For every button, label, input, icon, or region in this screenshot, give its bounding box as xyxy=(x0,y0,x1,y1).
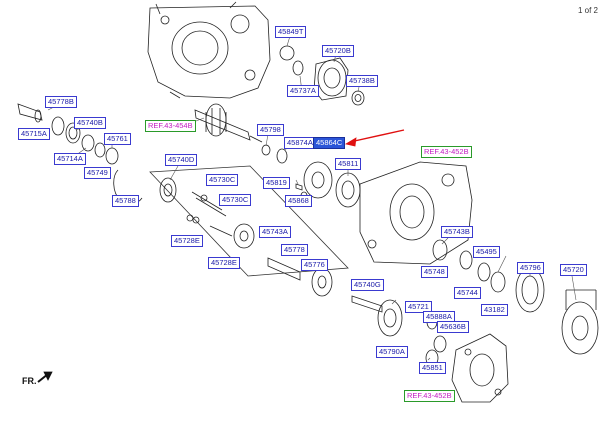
part-label-45811[interactable]: 45811 xyxy=(335,158,362,170)
part-label-45740D[interactable]: 45740D xyxy=(165,154,198,166)
seal-45740B xyxy=(51,116,81,144)
seal-45636B xyxy=(433,335,447,353)
part-label-45743B[interactable]: 45743B xyxy=(441,226,473,238)
part-label-45730C-lower[interactable]: 45730C xyxy=(219,194,252,206)
part-label-45744[interactable]: 45744 xyxy=(454,287,481,299)
part-label-45761[interactable]: 45761 xyxy=(104,133,131,145)
part-label-45737A[interactable]: 45737A xyxy=(287,85,319,97)
planetary-assembly-box xyxy=(149,165,349,297)
main-shaft-454B xyxy=(194,103,263,143)
snap-ring-45761 xyxy=(105,147,119,165)
bearing-45738B xyxy=(351,90,365,106)
part-label-45778B[interactable]: 45778B xyxy=(45,96,77,108)
transmission-cover-bottom xyxy=(451,333,509,403)
carrier-45864C xyxy=(303,161,333,199)
ref-label-43-454B[interactable]: REF.43-454B xyxy=(145,120,196,132)
part-label-45728E-left[interactable]: 45728E xyxy=(171,235,203,247)
part-label-45788[interactable]: 45788 xyxy=(112,195,139,207)
part-label-45796[interactable]: 45796 xyxy=(517,262,544,274)
part-label-43182[interactable]: 43182 xyxy=(481,304,508,316)
transmission-housing-right xyxy=(359,161,473,265)
shaft-ring-45849T xyxy=(279,45,295,61)
part-label-45849T[interactable]: 45849T xyxy=(275,26,307,38)
ref-label-43-452B-upper[interactable]: REF.43-452B xyxy=(421,146,472,158)
part-label-45495[interactable]: 45495 xyxy=(473,246,500,258)
part-label-45728E-right[interactable]: 45728E xyxy=(208,257,240,269)
ref-label-43-452B-lower[interactable]: REF.43-452B xyxy=(404,390,455,402)
part-label-45714A[interactable]: 45714A xyxy=(54,153,86,165)
page-indicator: 1 of 2 xyxy=(577,6,598,15)
transmission-housing-top xyxy=(147,1,271,99)
part-label-45721[interactable]: 45721 xyxy=(405,301,432,313)
differential-45720 xyxy=(561,289,599,355)
part-label-45720B[interactable]: 45720B xyxy=(322,45,354,57)
pointer-arrow xyxy=(344,129,405,147)
pin-45819 xyxy=(295,183,303,191)
part-label-45864C[interactable]: 45864C xyxy=(313,137,346,149)
washer-45798 xyxy=(261,144,271,156)
part-label-45715A[interactable]: 45715A xyxy=(18,128,50,140)
part-label-45730C-upper[interactable]: 45730C xyxy=(206,174,239,186)
front-direction-label: FR. xyxy=(22,376,37,386)
output-shaft-45740G xyxy=(351,295,403,337)
part-label-45868[interactable]: 45868 xyxy=(285,195,312,207)
part-label-45743A[interactable]: 45743A xyxy=(259,226,291,238)
shaft-45778B xyxy=(17,103,43,123)
part-label-45740B[interactable]: 45740B xyxy=(74,117,106,129)
part-label-45740G[interactable]: 45740G xyxy=(351,279,384,291)
front-direction-arrow xyxy=(37,371,53,383)
part-label-45749[interactable]: 45749 xyxy=(84,167,111,179)
part-label-45790A[interactable]: 45790A xyxy=(376,346,408,358)
part-label-45778[interactable]: 45778 xyxy=(281,244,308,256)
part-label-45748[interactable]: 45748 xyxy=(421,266,448,278)
part-label-45874A[interactable]: 45874A xyxy=(284,137,316,149)
part-label-45776[interactable]: 45776 xyxy=(301,259,328,271)
part-label-45851[interactable]: 45851 xyxy=(419,362,446,374)
part-label-45738B[interactable]: 45738B xyxy=(346,75,378,87)
part-label-45798[interactable]: 45798 xyxy=(257,124,284,136)
ring-45714A xyxy=(81,134,106,158)
bearing-45874A xyxy=(276,148,288,164)
gear-45811 xyxy=(335,172,361,208)
part-label-45636B[interactable]: 45636B xyxy=(437,321,469,333)
part-label-45720[interactable]: 45720 xyxy=(560,264,587,276)
part-label-45819[interactable]: 45819 xyxy=(263,177,290,189)
